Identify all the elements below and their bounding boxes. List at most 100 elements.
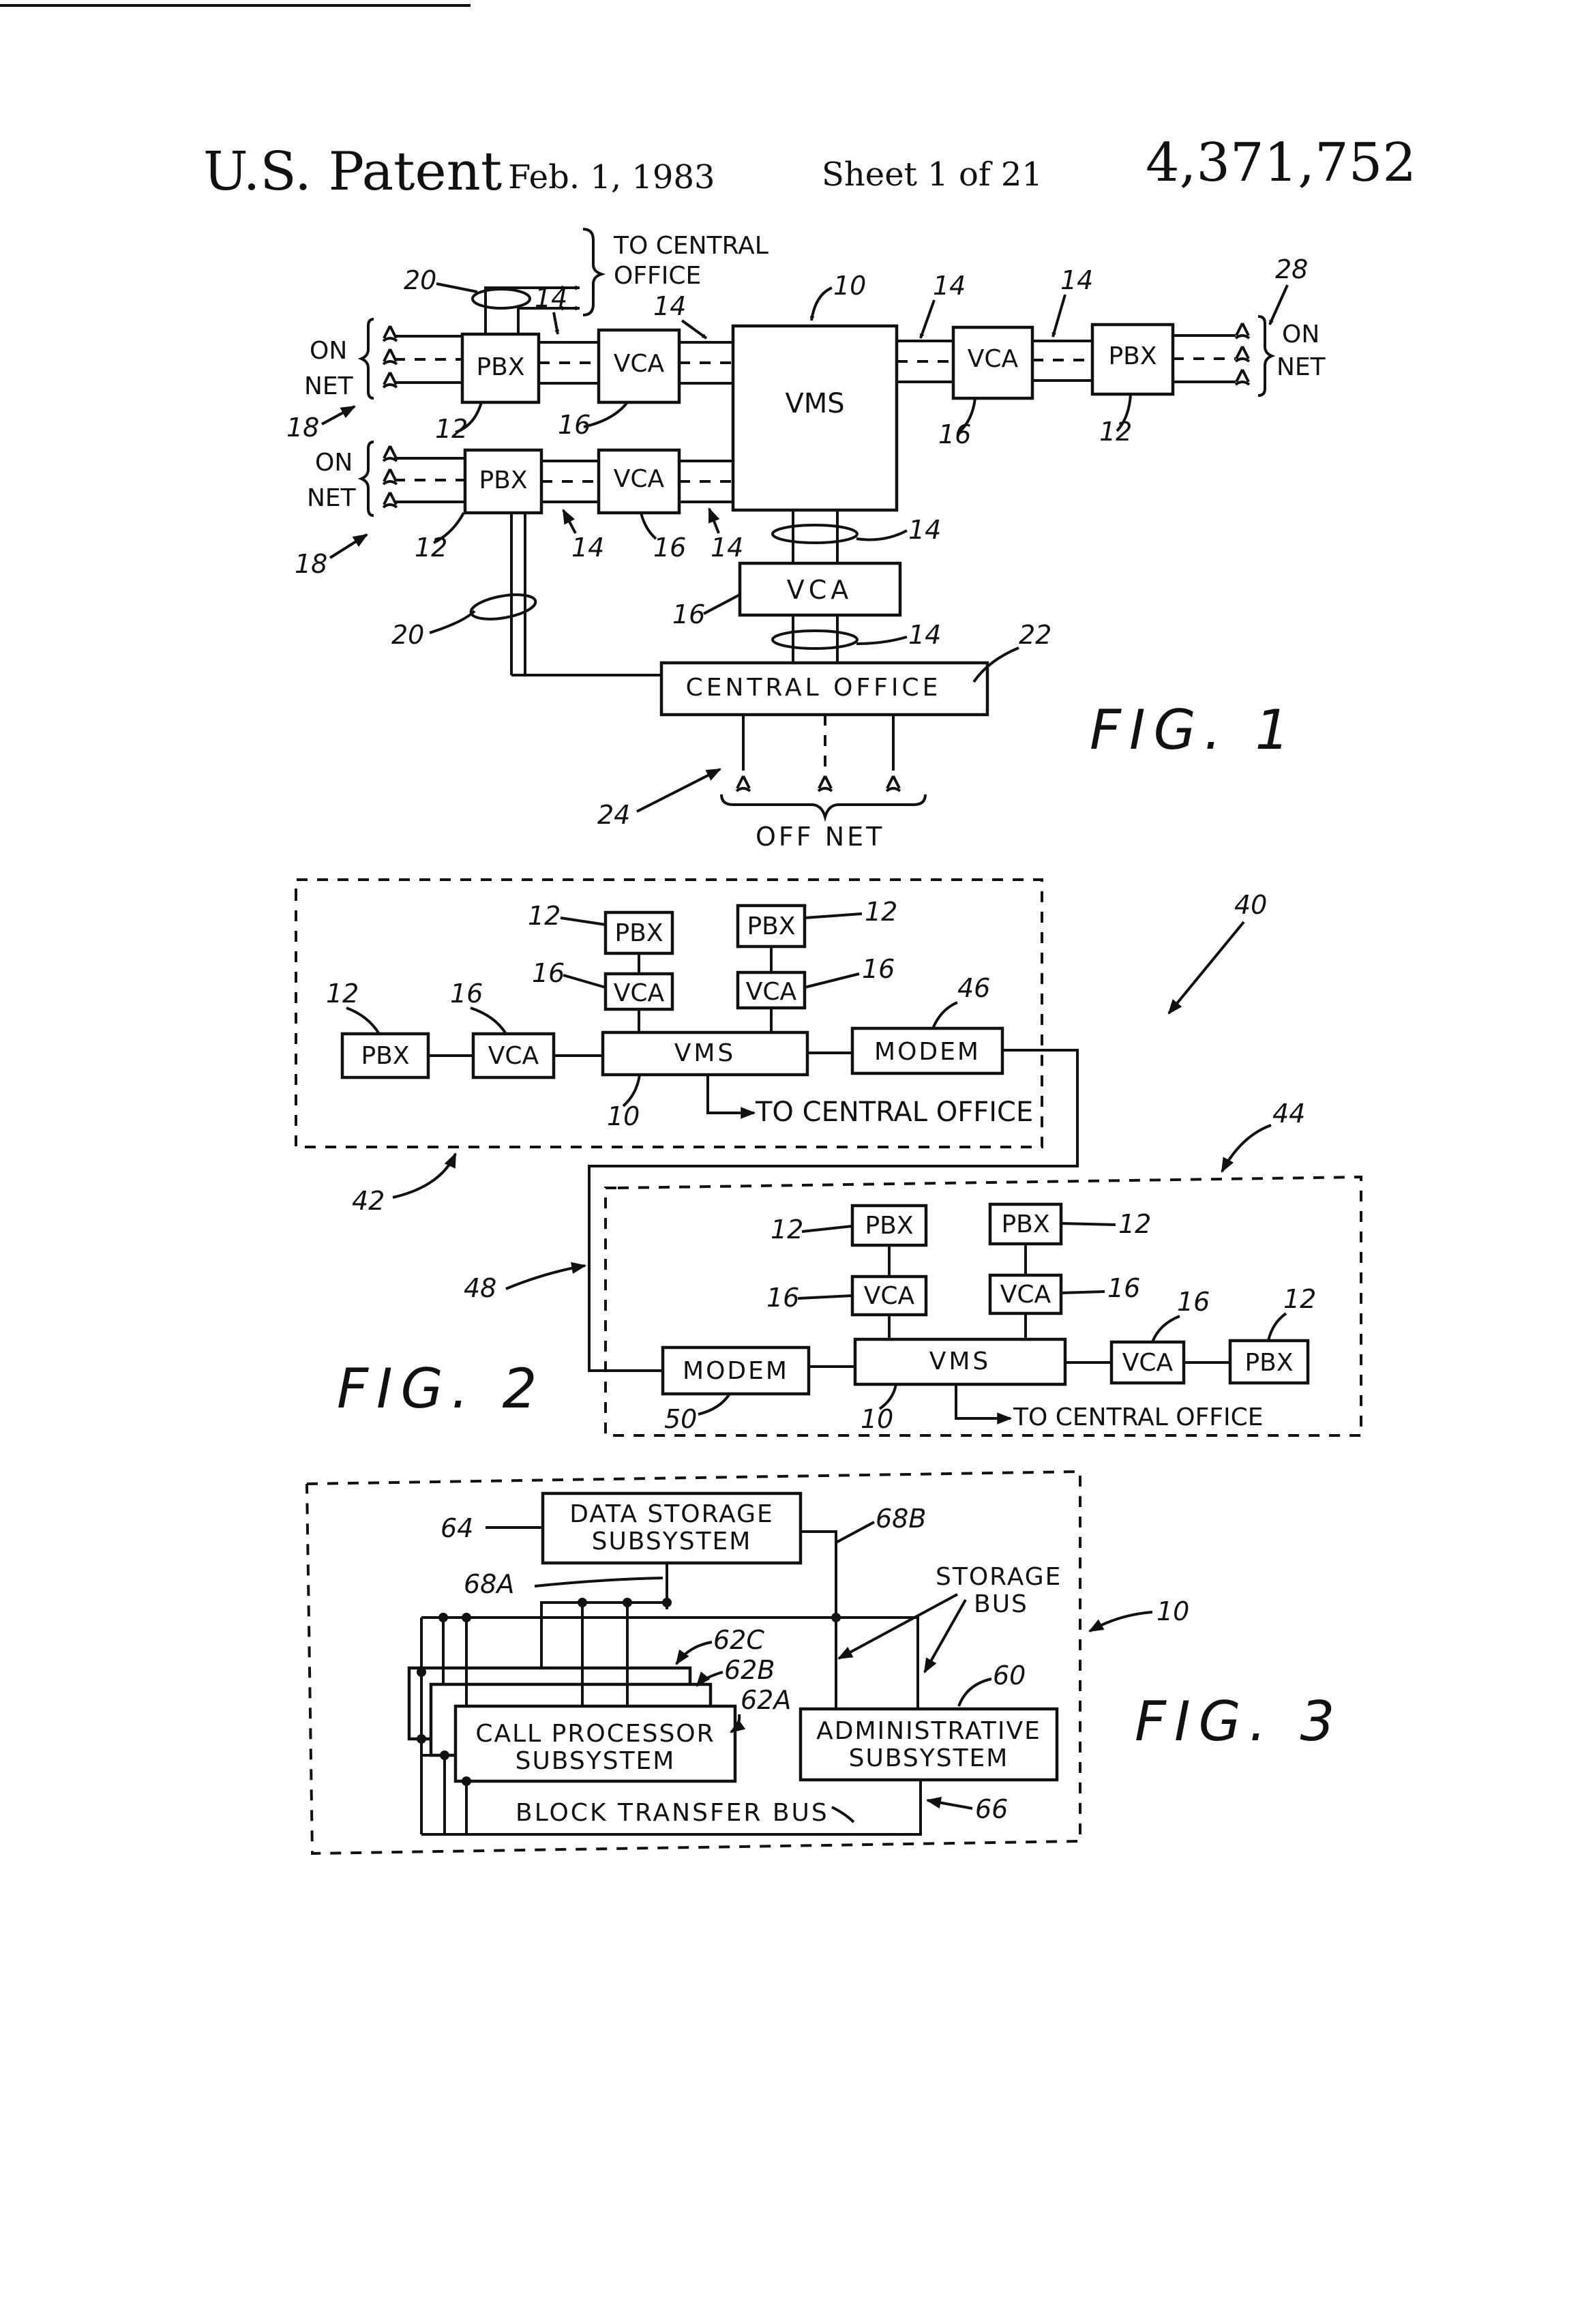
fig1-vca-right-label: VCA xyxy=(968,345,1019,373)
fig2-upper-pbx-2 xyxy=(736,904,807,949)
fig1-on-label-upper: ON xyxy=(310,337,347,365)
fig2-reference-numerals: 12 12 16 16 12 16 46 10 40 42 44 48 12 xyxy=(326,890,1316,1434)
fig1-ref-14-a: 14 xyxy=(535,283,567,313)
fig2-upper-pbx-2-label: PBX xyxy=(747,912,795,940)
fig2-ref-48: 48 xyxy=(464,1273,496,1303)
fig1-vca-upper-left xyxy=(597,328,681,404)
fig3-ref-10: 10 xyxy=(1156,1596,1189,1626)
fig1-off-net-label: OFF NET xyxy=(756,822,884,852)
fig2-ref-40: 40 xyxy=(1234,890,1267,920)
fig2-ref-44: 44 xyxy=(1272,1099,1305,1129)
fig2-lower-pbx-2-label: PBX xyxy=(1001,1210,1049,1238)
fig1-ref-14-c: 14 xyxy=(933,271,966,301)
fig2-ref-12-b: 12 xyxy=(865,897,897,927)
fig2-ref-16-d: 16 xyxy=(766,1283,799,1313)
fig1-off-net-phone-1 xyxy=(735,775,751,792)
fig1-trunks-lower-left xyxy=(394,457,733,503)
fig3-reference-numerals: 64 68B 68A 62C 62B 62A 60 66 10 xyxy=(441,1504,1189,1824)
fig1-ref-14-d: 14 xyxy=(1060,265,1093,295)
fig1-to-central-office-text-1: TO CENTRAL xyxy=(613,232,768,260)
fig1-on-net-left-lower: ON NET xyxy=(307,441,398,517)
fig2-upper-pbx-1-label: PBX xyxy=(614,919,663,947)
fig2-upper-modem-label: MODEM xyxy=(874,1038,981,1066)
fig2-lower-to-central-office: TO CENTRAL OFFICE xyxy=(1013,1403,1264,1431)
header-sheet: Sheet 1 of 21 xyxy=(822,155,1043,194)
fig1-vca-upper-left-label: VCA xyxy=(614,350,665,378)
fig3-data-storage-box xyxy=(541,1491,803,1565)
fig3-block-transfer-bus-label: BLOCK TRANSFER BUS xyxy=(516,1799,829,1827)
fig1-ref-10: 10 xyxy=(833,271,866,301)
fig1-ref-16-d: 16 xyxy=(672,599,705,629)
figure-3: DATA STORAGE SUBSYSTEM CALL PROCESSOR SU… xyxy=(305,1470,1343,1856)
fig3-vms-enclosure xyxy=(305,1470,1081,1856)
fig1-pbx-upper-left-label: PBX xyxy=(476,353,524,381)
fig2-lower-vca-3-label: VCA xyxy=(1122,1349,1174,1377)
fig1-ref-18-a: 18 xyxy=(286,413,319,443)
fig1-pbx-to-central-office-top: TO CENTRAL OFFICE xyxy=(471,228,768,334)
fig2-ref-10-a: 10 xyxy=(607,1101,640,1131)
fig1-central-office-box xyxy=(659,661,989,717)
fig1-vca-right xyxy=(951,325,1034,400)
fig3-administrative-box xyxy=(799,1707,1059,1782)
fig2-lower-vms xyxy=(853,1337,1067,1386)
fig2-ref-10-b: 10 xyxy=(861,1404,893,1434)
fig1-ref-20-bottom: 20 xyxy=(391,620,424,650)
fig1-reference-numerals: 20 14 14 10 14 14 28 12 16 16 12 18 18 xyxy=(286,254,1308,830)
fig2-lower-vca-2 xyxy=(988,1273,1063,1315)
fig3-storage-bus-lines xyxy=(420,1530,919,1834)
fig1-ref-14-b: 14 xyxy=(653,291,686,321)
fig2-lower-vca-3 xyxy=(1109,1340,1186,1385)
fig2-ref-42: 42 xyxy=(352,1186,385,1216)
fig3-call-processor-label-2: SUBSYSTEM xyxy=(516,1747,676,1775)
fig1-ref-16-c: 16 xyxy=(653,533,686,563)
fig3-caption: FIG. 3 xyxy=(1135,1690,1343,1753)
fig2-upper-vca-3-label: VCA xyxy=(488,1042,539,1070)
fig2-modem-link xyxy=(588,1049,1079,1372)
fig2-lower-connections: TO CENTRAL OFFICE xyxy=(809,1244,1264,1431)
fig3-ref-60: 60 xyxy=(993,1660,1026,1690)
fig2-ref-12-d: 12 xyxy=(771,1215,803,1245)
fig1-off-net-lines: OFF NET xyxy=(720,715,927,852)
fig1-vms-label: VMS xyxy=(785,388,844,419)
fig1-on-label-right: ON xyxy=(1282,321,1319,348)
fig2-lower-vca-1 xyxy=(850,1275,928,1317)
fig3-ref-68a: 68A xyxy=(464,1569,514,1599)
fig3-call-processor-62a xyxy=(453,1704,737,1783)
fig1-ref-24: 24 xyxy=(597,800,630,830)
patent-header: U.S. Patent Feb. 1, 1983 Sheet 1 of 21 4… xyxy=(203,132,1416,203)
fig2-ref-12-f: 12 xyxy=(1283,1284,1316,1314)
fig3-ref-62c: 62C xyxy=(713,1625,764,1655)
fig3-data-storage-label-1: DATA STORAGE xyxy=(569,1500,774,1528)
fig1-central-office-label: CENTRAL OFFICE xyxy=(686,674,942,702)
fig2-ref-50: 50 xyxy=(664,1404,697,1434)
fig1-pbx-lower-left-label: PBX xyxy=(479,466,527,494)
fig2-upper-vms-label: VMS xyxy=(674,1039,736,1067)
fig1-ref-14-e: 14 xyxy=(571,533,604,563)
fig2-lower-pbx-3-label: PBX xyxy=(1244,1349,1293,1377)
fig2-caption: FIG. 2 xyxy=(337,1357,545,1420)
fig1-trunks-vertical xyxy=(771,510,859,663)
fig1-on-net-left-upper: ON NET xyxy=(304,318,398,400)
fig3-block-transfer-bus-lines: BLOCK TRANSFER BUS xyxy=(409,1667,922,1836)
fig3-storage-bus-label-1: STORAGE xyxy=(936,1563,1062,1591)
header-patent-label: U.S. Patent xyxy=(203,141,502,203)
fig3-ref-66: 66 xyxy=(975,1794,1008,1824)
fig1-net-label-right: NET xyxy=(1277,353,1326,381)
fig2-lower-vca-1-label: VCA xyxy=(864,1282,915,1310)
fig1-on-label-lower: ON xyxy=(315,449,353,477)
fig2-ref-16-e: 16 xyxy=(1107,1273,1140,1303)
fig1-to-central-office-text-2: OFFICE xyxy=(614,262,701,290)
fig3-ref-64: 64 xyxy=(441,1513,473,1543)
fig2-ref-12-a: 12 xyxy=(528,901,561,931)
fig1-pbx-right-label: PBX xyxy=(1108,342,1156,370)
fig1-ref-14-f: 14 xyxy=(711,533,743,563)
fig2-upper-modem xyxy=(850,1026,1004,1075)
figure-1: VMS PBX VCA PBX VCA VCA PBX VCA CENTRAL … xyxy=(286,228,1326,852)
fig3-ref-62b: 62B xyxy=(724,1655,775,1685)
fig2-ref-12-e: 12 xyxy=(1118,1209,1151,1239)
fig1-ref-14-h: 14 xyxy=(908,620,941,650)
fig3-storage-bus-label-2: BUS xyxy=(974,1590,1028,1618)
fig3-data-storage-label-2: SUBSYSTEM xyxy=(592,1528,752,1555)
fig1-ref-16-a: 16 xyxy=(558,410,591,440)
